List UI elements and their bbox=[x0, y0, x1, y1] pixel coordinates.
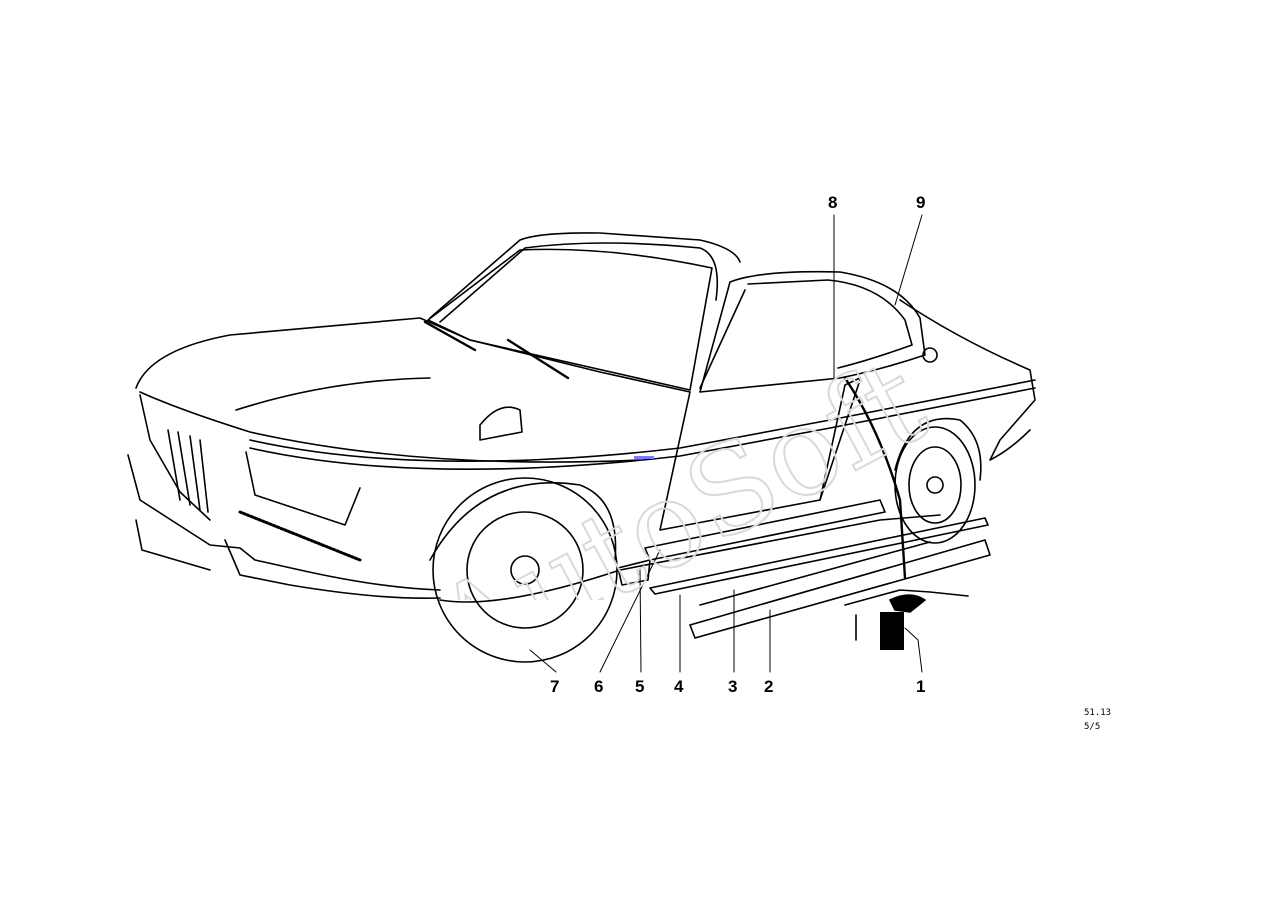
trim-strip-4 bbox=[649, 517, 989, 595]
callout-2: 2 bbox=[764, 677, 774, 696]
roof-outline bbox=[429, 232, 741, 319]
trim-strip-3 bbox=[699, 541, 931, 606]
front-wheel bbox=[432, 477, 618, 663]
blue-marker bbox=[634, 456, 654, 459]
autosoft-watermark: AutoSoft bbox=[411, 331, 948, 600]
watermark-text: AutoSoft bbox=[412, 332, 947, 600]
belt-line bbox=[249, 379, 1036, 463]
sill bbox=[439, 514, 941, 603]
callout-1: 1 bbox=[916, 677, 926, 696]
part-1-bracket bbox=[844, 589, 969, 606]
drawing-reference-page: 5/5 bbox=[1084, 722, 1101, 732]
front-bumper bbox=[127, 454, 441, 591]
callout-8: 8 bbox=[828, 193, 838, 212]
callout-3: 3 bbox=[728, 677, 738, 696]
callout-7: 7 bbox=[550, 677, 560, 696]
door-outline bbox=[659, 379, 861, 531]
side-window-frame bbox=[699, 270, 926, 393]
drawing-reference-code: 51.13 bbox=[1084, 708, 1112, 718]
sill-plate-5 bbox=[644, 499, 886, 561]
callout-9: 9 bbox=[916, 193, 926, 212]
front-grille bbox=[139, 394, 211, 521]
rear-quarter bbox=[899, 299, 1036, 461]
callout-5: 5 bbox=[635, 677, 645, 696]
windscreen bbox=[427, 248, 713, 391]
callout-6: 6 bbox=[594, 677, 604, 696]
callout-4: 4 bbox=[674, 677, 684, 696]
trim-strip-2 bbox=[689, 539, 991, 639]
hood bbox=[135, 317, 691, 393]
